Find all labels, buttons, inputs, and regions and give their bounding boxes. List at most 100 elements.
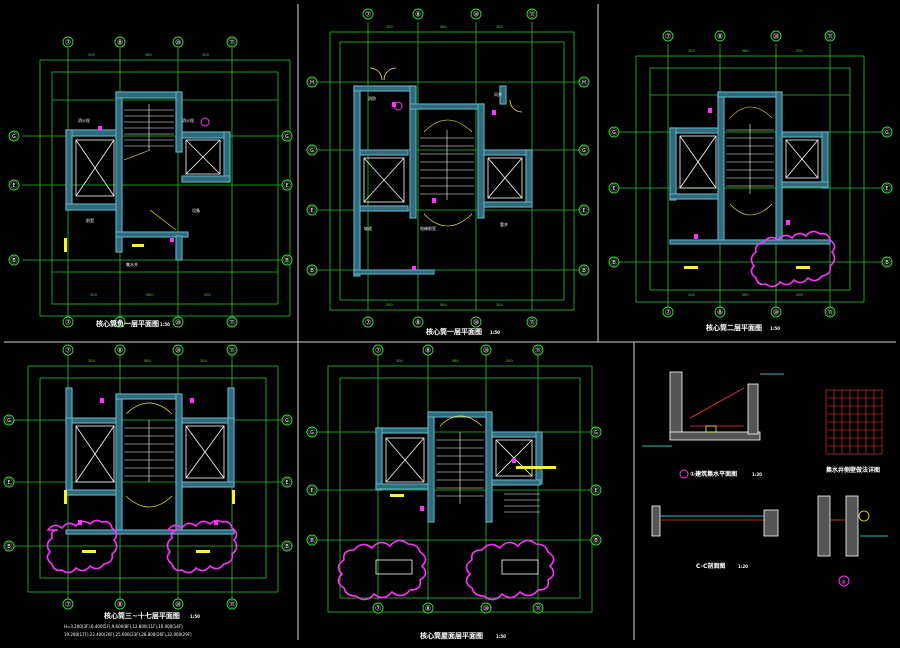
p2-row-bubble-right-label: Ⓗ	[581, 79, 588, 87]
p3-col-bubble-circle	[714, 30, 726, 42]
svg-text:580: 580	[440, 303, 447, 307]
p5-row-bubble-label: Ⓖ	[309, 429, 316, 437]
panel-dividers	[4, 4, 896, 640]
p5-row-bubble-label: Ⓑ	[309, 537, 316, 545]
p2-row-bubble-label: Ⓗ	[309, 79, 316, 87]
p2-row-bubble-right-circle	[578, 76, 590, 88]
svg-text:300: 300	[796, 293, 803, 297]
p5-col-bubble-bottom-label: ⑧	[425, 605, 431, 613]
p1-row-bubble-circle	[8, 130, 20, 142]
p1-col-bubble-bottom-circle	[114, 316, 126, 328]
p3-row-bubble-label: Ⓔ	[611, 185, 618, 193]
p2-col-bubble-label: ⑩	[473, 11, 479, 19]
section-title: C-C剖面图	[696, 562, 725, 570]
svg-text:消火栓: 消火栓	[78, 117, 90, 123]
detail-grid	[825, 389, 883, 455]
svg-text:前室: 前室	[86, 217, 94, 223]
p4-row-bubble-right-label: Ⓑ	[284, 543, 291, 551]
p5-row-bubble-right-circle	[590, 426, 602, 438]
p4-row-bubble-circle	[3, 414, 15, 426]
p2-row-bubble-right-label: Ⓖ	[581, 147, 588, 155]
svg-text:电梯前室: 电梯前室	[420, 225, 436, 231]
title-second-floor: 核心筒二层平面图	[706, 323, 762, 332]
p2-col-bubble-bottom-label: ⑧	[415, 319, 421, 327]
magenta-marks	[420, 458, 516, 511]
p4-row-bubble-label: Ⓑ	[6, 543, 13, 551]
title-roof: 核心筒屋面层平面图	[420, 631, 483, 640]
p3-col-bubble-bottom-label: ⑦	[665, 309, 671, 317]
title-first-floor: 核心筒一层平面图	[426, 327, 482, 336]
svg-text:580: 580	[452, 359, 459, 363]
p5-col-bubble-bottom-circle	[422, 602, 434, 614]
p2-row-bubble-label: Ⓖ	[309, 147, 316, 155]
p3-row-bubble-circle	[608, 256, 620, 268]
p5-col-bubble-circle	[480, 344, 492, 356]
p5-row-bubble-label: Ⓔ	[309, 487, 316, 495]
p4-row-bubble-right-circle	[281, 414, 293, 426]
detail-2-bubble	[838, 575, 850, 587]
p1-col-bubble-circle	[226, 36, 238, 48]
p1-col-bubble-label: ⑧	[117, 39, 123, 47]
p4-col-bubble-bottom-circle	[172, 598, 184, 610]
magenta-marks	[98, 117, 210, 242]
p3-col-bubble-bottom-circle	[714, 306, 726, 318]
p2-col-bubble-circle	[470, 8, 482, 20]
svg-text:设备: 设备	[192, 207, 200, 213]
p4-col-bubble-label: ⑪	[229, 347, 236, 355]
p1-col-bubble-circle	[114, 36, 126, 48]
svg-text:300: 300	[202, 53, 209, 57]
p2-col-bubble-label: ⑪	[529, 11, 536, 19]
revision-cloud	[465, 539, 555, 601]
p4-col-bubble-bottom-label: ⑩	[175, 601, 181, 609]
p2-col-bubble-bottom-circle	[362, 316, 374, 328]
yellow-marks	[64, 490, 235, 553]
stair	[420, 119, 474, 227]
elevator-shafts	[363, 157, 523, 203]
p2-col-bubble-circle	[526, 8, 538, 20]
detail-section-cc	[651, 505, 779, 537]
elevator-shafts	[679, 135, 819, 189]
p2-col-bubble-circle	[412, 8, 424, 20]
detail1-title: ①建筑集水平面图	[690, 470, 737, 478]
p5-row-bubble-circle	[306, 426, 318, 438]
revision-cloud	[750, 230, 836, 288]
stair	[123, 104, 177, 231]
p2-row-bubble-circle	[306, 76, 318, 88]
p1-col-bubble-bottom-label: ⑪	[229, 319, 236, 327]
p4-col-bubble-label: ⑩	[175, 347, 181, 355]
revision-cloud	[46, 519, 118, 574]
p5-col-bubble-label: ⑪	[535, 347, 542, 355]
p5-row-bubble-circle	[306, 484, 318, 496]
svg-text:集水井: 集水井	[126, 261, 138, 267]
svg-text:300: 300	[688, 293, 695, 297]
magenta-marks	[694, 108, 790, 239]
title-basement: 核心筒负一层平面图	[96, 319, 159, 328]
p1-col-bubble-circle	[172, 36, 184, 48]
svg-text:300: 300	[688, 49, 695, 53]
p4-col-bubble-circle	[62, 344, 74, 356]
p3-col-bubble-bottom-label: ⑩	[773, 309, 779, 317]
annotation-text: 消火栓 消火栓 设备 前室 集水井	[78, 117, 200, 267]
stair	[726, 106, 774, 216]
p5-row-bubble-circle	[306, 534, 318, 546]
p3-row-bubble-right-circle	[881, 256, 893, 268]
svg-text:消火栓: 消火栓	[182, 117, 194, 123]
p2-row-bubble-right-circle	[578, 204, 590, 216]
grid-lines	[618, 44, 884, 316]
p3-col-bubble-circle	[824, 30, 836, 42]
svg-text:580: 580	[144, 359, 151, 363]
svg-text:300: 300	[386, 303, 393, 307]
p3-col-bubble-circle	[662, 30, 674, 42]
p2-col-bubble-bottom-circle	[412, 316, 424, 328]
p4-row-bubble-right-circle	[281, 540, 293, 552]
p4-col-bubble-label: ⑧	[117, 347, 123, 355]
svg-text:580: 580	[145, 53, 152, 57]
detail2-number: ②	[841, 579, 846, 586]
walls	[65, 387, 235, 535]
p1-col-bubble-bottom-label: ⑧	[117, 319, 123, 327]
svg-text:300: 300	[204, 293, 211, 297]
p4-col-bubble-bottom-circle	[226, 598, 238, 610]
svg-text:580: 580	[742, 49, 749, 53]
